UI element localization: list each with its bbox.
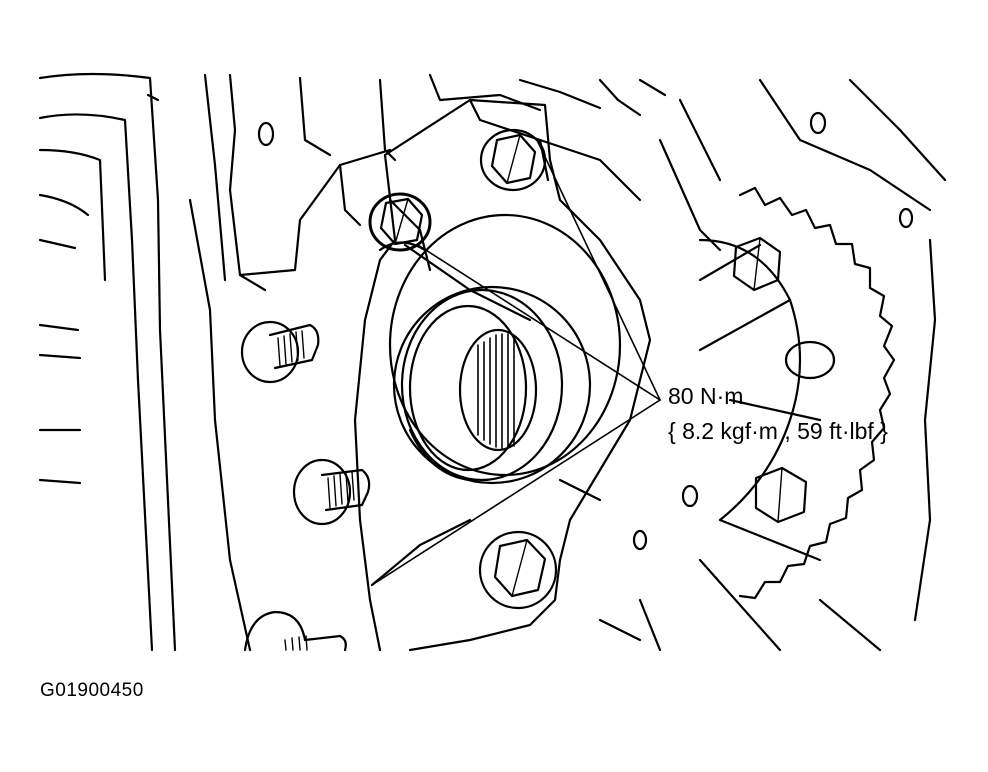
torque-spec-secondary: { 8.2 kgf·m , 59 ft·lbf } xyxy=(668,418,888,444)
cover-bolt-upper-left xyxy=(370,194,430,250)
torque-spec-primary: 80 N·m xyxy=(668,383,744,409)
stud-upper xyxy=(242,322,318,382)
shaft-splines xyxy=(478,334,514,448)
oil-seal-assembly xyxy=(390,215,620,483)
belt-and-casing-right xyxy=(600,80,945,650)
sprocket-bolt-lower xyxy=(756,468,806,522)
stud-middle xyxy=(294,460,369,524)
engine-block-left xyxy=(40,74,175,650)
figure-code: G01900450 xyxy=(40,680,144,701)
torque-leader-lines xyxy=(372,140,660,585)
housing-holes xyxy=(259,113,912,549)
bracket-housing xyxy=(190,75,665,650)
stud-lower xyxy=(245,612,346,650)
cover-bolt-top xyxy=(481,130,545,190)
sprocket-bolt-upper xyxy=(734,238,780,290)
cover-bolt-bottom xyxy=(480,532,556,608)
sprocket-bolt-middle xyxy=(786,342,834,378)
